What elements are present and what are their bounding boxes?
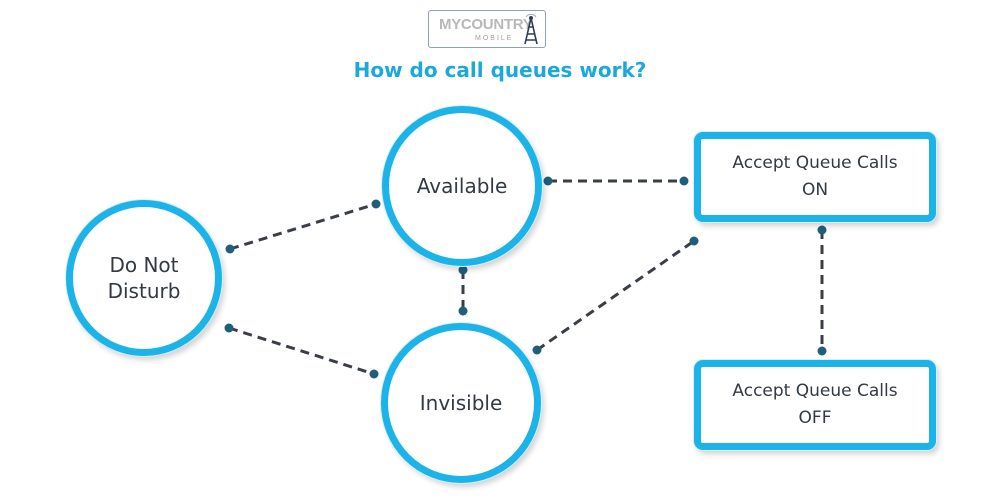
node-label: Available — [416, 174, 508, 198]
company-logo: MYCOUNTRY MOBILE — [428, 10, 546, 48]
connector-dot — [371, 199, 381, 209]
node-label: Accept Queue Calls ON — [732, 153, 898, 200]
node-label: Accept Queue Calls OFF — [732, 381, 898, 428]
connector-dot — [225, 244, 235, 254]
connector-dot — [817, 225, 827, 235]
node-label: Do Not Disturb — [107, 253, 181, 303]
connector-dot — [458, 306, 468, 316]
connector-dot — [817, 346, 827, 356]
connector-dot — [543, 176, 553, 186]
connector-dot — [458, 265, 468, 275]
logo-main-text: MYCOUNTRY — [439, 16, 533, 33]
connector-dnd-invisible — [228, 326, 375, 376]
node-label: Invisible — [419, 391, 503, 415]
connector-dot — [689, 236, 699, 246]
logo-sub-text: MOBILE — [475, 35, 514, 42]
connector-dot — [369, 369, 379, 379]
connector-dot — [679, 176, 689, 186]
node-available: Available — [382, 106, 542, 266]
connector-dot — [224, 323, 234, 333]
connector-dnd-available — [229, 202, 377, 251]
connector-dot — [532, 345, 542, 355]
node-accept-queue-calls-off: Accept Queue Calls OFF — [694, 360, 936, 450]
node-do-not-disturb: Do Not Disturb — [66, 200, 222, 356]
connector-invisible-on — [536, 239, 695, 352]
antenna-tower-icon — [524, 14, 538, 45]
diagram-title: How do call queues work? — [353, 58, 647, 82]
node-accept-queue-calls-on: Accept Queue Calls ON — [694, 132, 936, 222]
node-invisible: Invisible — [381, 323, 541, 483]
